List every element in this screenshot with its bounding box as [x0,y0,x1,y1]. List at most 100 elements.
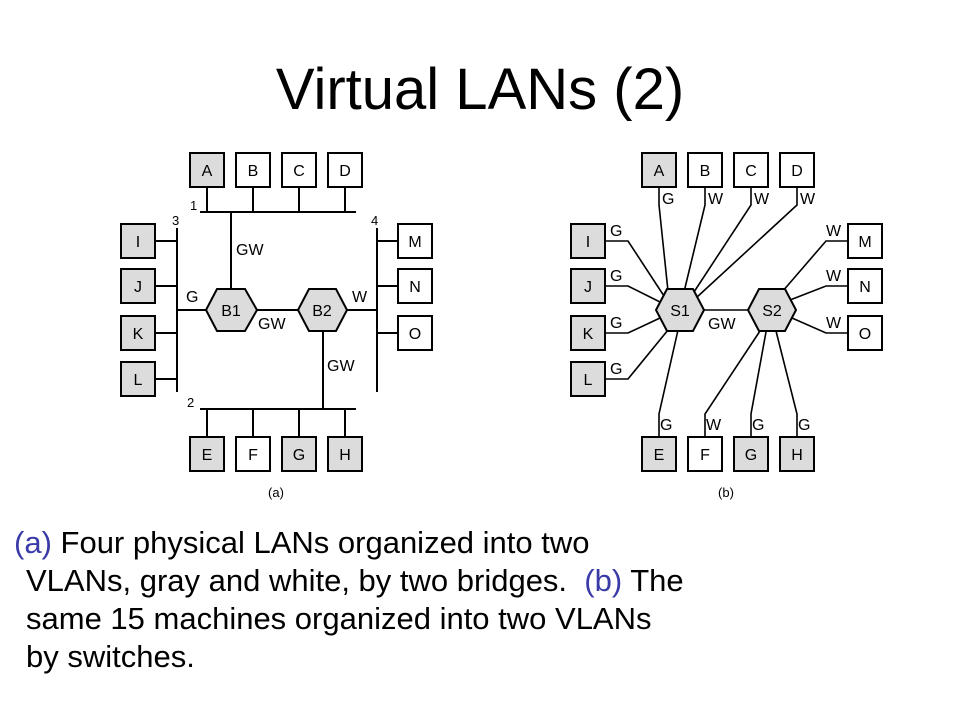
caption-b-marker: (b) [584,563,623,598]
machine-b-d-label: D [791,163,803,180]
machine-a-d [327,152,363,188]
machine-a-j-label: J [134,279,142,296]
machine-a-i [120,223,156,259]
port-label-b1-b2: GW [258,316,286,333]
vlan-tag-b-c: W [754,191,770,208]
machine-b-m [847,223,883,259]
switch-s2-label: S2 [762,303,782,320]
machine-b-g-bottom [733,436,769,472]
machine-b-a-label: A [654,163,665,180]
machine-b-o-label: O [859,326,871,343]
machine-a-n [397,268,433,304]
vlan-tag-b-f-bottom: W [706,417,722,434]
machine-b-c-label: C [745,163,757,180]
port-label-b1-lan1: GW [236,242,264,259]
bridge-b2 [296,288,349,332]
machine-a-c [281,152,317,188]
machine-a-g-bottom [281,436,317,472]
machine-b-d [779,152,815,188]
port-label-b1-lan3: G [186,289,198,306]
machine-a-f-bottom [235,436,271,472]
lan-number-4: 4 [371,213,378,228]
machine-a-a [189,152,225,188]
machine-b-j [570,268,606,304]
machine-b-n-label: N [859,279,871,296]
machine-a-d-label: D [339,163,351,180]
vlan-tag-b-a: G [662,191,674,208]
bridge-b1-label: B1 [221,303,241,320]
machine-b-k [570,315,606,351]
machine-a-i-label: I [136,234,140,251]
vlan-tag-b-o: W [826,315,842,332]
figure-b [605,187,848,437]
vlan-tag-b-b: W [708,191,724,208]
machine-b-l [570,361,606,397]
machine-a-l-label: L [134,372,143,389]
machine-b-l-label: L [584,372,593,389]
port-label-b2-lan2: GW [327,358,355,375]
caption-a-marker: (a) [14,525,52,560]
machine-b-e-bottom-label: E [654,447,665,464]
vlan-tag-b-d: W [800,191,816,208]
machine-a-o [397,315,433,351]
vlan-tag-b-j: G [610,268,622,285]
vlan-tag-b-i: G [610,223,622,240]
machine-a-k [120,315,156,351]
caption-line-2-text: VLANs, gray and white, by two bridges. [26,563,568,598]
machine-b-k-label: K [583,326,594,343]
figure-a [155,187,398,437]
machine-b-i-label: I [586,234,590,251]
machine-b-m-label: M [858,234,871,251]
lan-number-3: 3 [172,213,179,228]
machine-b-b-label: B [700,163,711,180]
vlan-tag-b-e-bottom: G [660,417,672,434]
lan-number-2: 2 [187,395,194,410]
machine-a-j [120,268,156,304]
machine-b-a [641,152,677,188]
machine-a-e-bottom-label: E [202,447,213,464]
machine-a-c-label: C [293,163,305,180]
machine-a-l [120,361,156,397]
machine-a-o-label: O [409,326,421,343]
machine-a-m [397,223,433,259]
vlan-tag-b-l: G [610,361,622,378]
machine-b-j-label: J [584,279,592,296]
caption-line-1: (a) Four physical LANs organized into tw… [14,524,944,562]
vlan-tag-b-k: G [610,315,622,332]
machine-b-n [847,268,883,304]
switch-s1-label: S1 [670,303,690,320]
machine-a-k-label: K [133,326,144,343]
machine-b-i [570,223,606,259]
switch-s1 [654,288,706,332]
figure-a-caption: (a) [268,485,284,500]
machine-b-c [733,152,769,188]
machine-a-m-label: M [408,234,421,251]
caption-line-2-end: The [630,563,684,598]
machine-b-f-bottom-label: F [700,447,710,464]
caption-line-1-text: Four physical LANs organized into two [60,525,590,560]
machine-a-f-bottom-label: F [248,447,258,464]
switch-s2 [746,288,798,332]
caption-line-4: by switches. [26,639,195,674]
machine-a-h-bottom-label: H [339,447,351,464]
machine-a-b-label: B [248,163,259,180]
machine-a-h-bottom [327,436,363,472]
machine-b-h-bottom [779,436,815,472]
figure-b-caption: (b) [718,485,734,500]
machine-b-e-bottom [641,436,677,472]
machine-a-n-label: N [409,279,421,296]
port-label-b2-lan4: W [352,289,368,306]
machine-a-g-bottom-label: G [293,447,305,464]
caption-line-2: VLANs, gray and white, by two bridges. (… [14,562,944,600]
machine-b-g-bottom-label: G [745,447,757,464]
vlan-tag-b-g-bottom: G [752,417,764,434]
machine-b-o [847,315,883,351]
bridge-b1 [204,288,259,332]
slide-title: Virtual LANs (2) [275,57,685,122]
machine-a-e-bottom [189,436,225,472]
figure-caption: (a) Four physical LANs organized into tw… [14,524,944,676]
bridge-b2-label: B2 [312,303,332,320]
vlan-tag-b-m: W [826,223,842,240]
caption-line-3: same 15 machines organized into two VLAN… [26,601,652,636]
